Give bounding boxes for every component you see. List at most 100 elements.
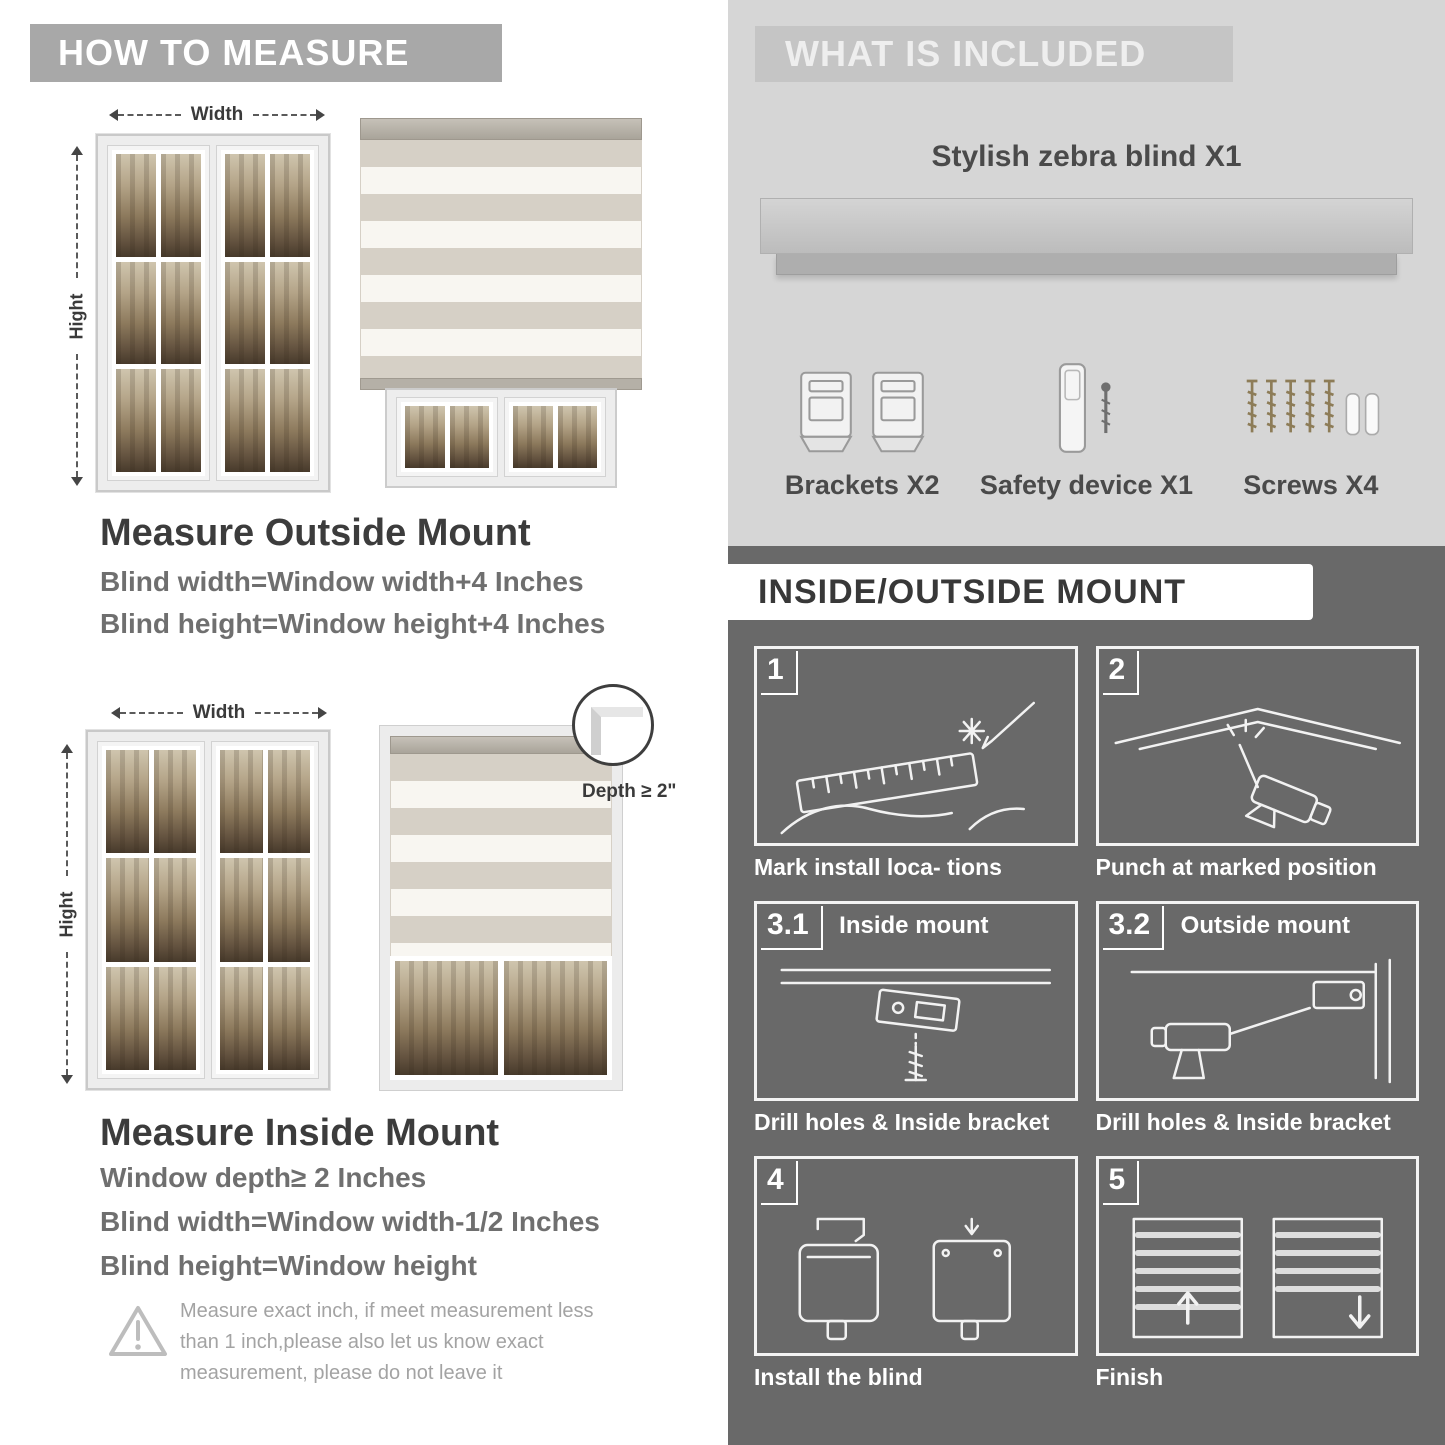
- screws-label: Screws X4: [1243, 470, 1379, 500]
- inside-mount-title: Measure Inside Mount: [100, 1112, 500, 1154]
- window-illustration-inside: [86, 730, 330, 1090]
- arrow-right-icon: [318, 707, 333, 719]
- window-sash: [97, 741, 205, 1079]
- step-caption: Drill holes & Inside bracket: [1095, 1109, 1391, 1135]
- height-label: Hight: [66, 293, 87, 339]
- arrow-up-icon: [71, 140, 83, 155]
- window-sash: [107, 145, 210, 481]
- window-pane: [513, 406, 553, 468]
- blind-headrail-illustration: [760, 198, 1413, 254]
- outside-mount-title: Measure Outside Mount: [100, 512, 531, 554]
- width-label: Width: [192, 702, 246, 723]
- step-number: 5: [1102, 1161, 1140, 1205]
- outside-rule-width: Blind width=Window width+4 Inches: [100, 566, 584, 597]
- what-is-included-section: WHAT IS INCLUDED Stylish zebra blind X1: [728, 0, 1445, 546]
- width-arrow-inside: Width: [105, 702, 333, 724]
- mount-step-5-panel: 5: [1095, 1156, 1419, 1356]
- arrow-up-icon: [61, 738, 73, 753]
- mount-step-1: 1 Mark install loca: [754, 646, 1078, 881]
- window-pane: [116, 369, 156, 472]
- window-pane: [270, 369, 310, 472]
- measure-note: Measure exact inch, if meet measurement …: [180, 1300, 594, 1384]
- step-caption: Punch at marked position: [1095, 854, 1377, 880]
- mount-step-2-panel: 2: [1095, 646, 1419, 846]
- window-pane: [225, 369, 265, 472]
- window-pane: [116, 154, 156, 257]
- arrow-down-icon: [71, 477, 83, 492]
- window-pane: [161, 154, 201, 257]
- mount-step-2: 2 Pu: [1095, 646, 1419, 881]
- window-sash: [504, 397, 606, 477]
- window-pane: [267, 858, 310, 962]
- step-caption: Install the blind: [754, 1364, 923, 1390]
- height-arrow-outside: Hight: [66, 140, 88, 492]
- mount-instructions-section: INSIDE/OUTSIDE MOUNT 1: [728, 546, 1445, 1445]
- how-to-measure-header: HOW TO MEASURE: [30, 24, 502, 82]
- what-is-included-header: WHAT IS INCLUDED: [755, 26, 1233, 82]
- inside-rule-height: Blind height=Window height: [100, 1250, 477, 1281]
- screw-icon: [1246, 379, 1380, 436]
- window-pane: [557, 406, 597, 468]
- mount-step-3-2: 3.2 Outside mount: [1095, 901, 1419, 1136]
- inside-rule-depth: Window depth≥ 2 Inches: [100, 1162, 427, 1193]
- window-pane: [225, 154, 265, 257]
- warning-triangle-icon: [109, 1306, 167, 1356]
- window-glass-below-blind: [390, 956, 612, 1080]
- arrow-left-icon: [103, 109, 118, 121]
- window-pane: [225, 261, 265, 365]
- step-caption: Drill holes & Inside bracket: [754, 1109, 1050, 1135]
- step-number: 1: [761, 651, 798, 695]
- window-pane: [106, 966, 149, 1070]
- mark-location-illustration: [780, 701, 1035, 835]
- outside-rule-height: Blind height=Window height+4 Inches: [100, 608, 606, 639]
- mount-step-5: 5 Finish: [1095, 1156, 1419, 1391]
- step-caption: Finish: [1095, 1364, 1164, 1390]
- window-pane: [153, 966, 196, 1070]
- window-pane: [267, 750, 310, 854]
- window-pane: [504, 961, 607, 1075]
- blind-cassette: [360, 118, 642, 140]
- finish-blinds-illustration: [1132, 1217, 1383, 1339]
- height-label: Hight: [56, 891, 77, 937]
- window-pane: [270, 154, 310, 257]
- window-pane: [161, 369, 201, 472]
- mount-step-3-2-panel: 3.2 Outside mount: [1095, 901, 1419, 1101]
- height-arrow-inside: Hight: [56, 738, 78, 1090]
- arrow-right-icon: [316, 109, 331, 121]
- inside-bracket-illustration: [780, 968, 1051, 1082]
- mount-steps-grid: 1 Mark install loca: [754, 646, 1419, 1391]
- step-number: 3.2: [1102, 906, 1165, 950]
- mount-step-3-1-panel: 3.1 Inside mount: [754, 901, 1078, 1101]
- bracket-icon: [799, 371, 853, 453]
- included-item-safety-device: Safety device X1: [974, 318, 1198, 501]
- window-pane: [153, 750, 196, 854]
- width-arrow-outside: Width: [103, 104, 331, 126]
- width-label: Width: [190, 104, 244, 125]
- window-pane: [106, 858, 149, 962]
- window-pane: [267, 966, 310, 1070]
- safety-device-label: Safety device X1: [979, 470, 1194, 500]
- depth-callout-circle: [572, 684, 654, 766]
- step-number: 3.1: [761, 906, 823, 950]
- mount-section-header: INSIDE/OUTSIDE MOUNT: [728, 564, 1313, 620]
- window-pane: [153, 858, 196, 962]
- safety-device-icon: [1059, 363, 1112, 453]
- window-pane: [270, 261, 310, 365]
- bracket-icons: [795, 318, 929, 456]
- outside-bracket-illustration: [1130, 958, 1391, 1084]
- window-sash: [216, 145, 319, 481]
- step-label: Outside mount: [1180, 912, 1350, 939]
- window-pane: [220, 750, 263, 854]
- install-blind-illustration: [798, 1217, 1011, 1341]
- frame-corner-detail: [591, 707, 643, 755]
- depth-callout-label: Depth ≥ 2": [582, 781, 677, 802]
- window-pane: [116, 261, 156, 365]
- window-pane: [449, 406, 489, 468]
- window-pane: [220, 858, 263, 962]
- bracket-icon: [871, 371, 925, 453]
- step-number: 2: [1102, 651, 1140, 695]
- zebra-blind-illustration-inside: [379, 725, 623, 1091]
- included-items-row: Brackets X2 Safety device X1: [750, 318, 1423, 501]
- mount-step-4: 4 Install: [754, 1156, 1078, 1391]
- zebra-blind-illustration-outside: [360, 118, 642, 488]
